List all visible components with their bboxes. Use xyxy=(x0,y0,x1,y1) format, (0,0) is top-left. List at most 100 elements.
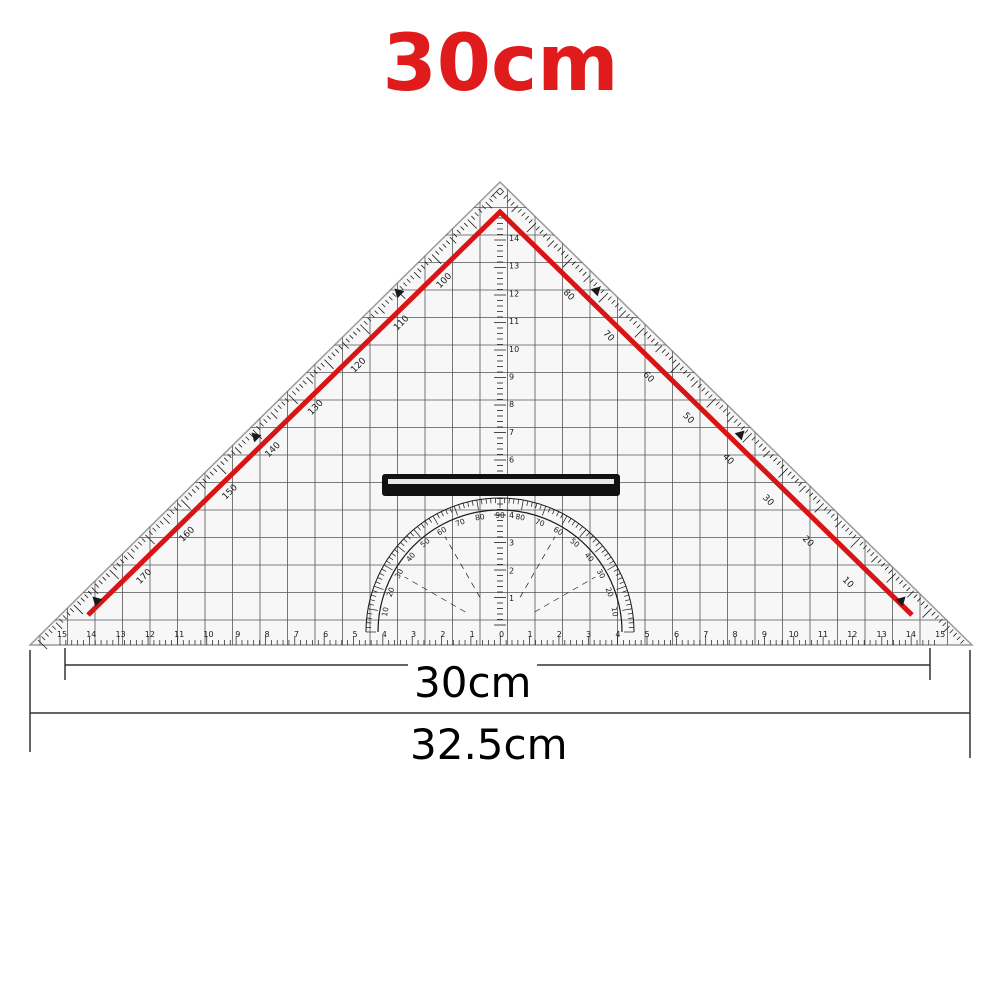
protractor-tick xyxy=(542,505,547,516)
protractor-tick xyxy=(367,613,373,615)
base-scale-label: 15 xyxy=(57,630,67,639)
edge-tick xyxy=(902,583,907,588)
protractor-tick xyxy=(377,577,383,580)
edge-tick xyxy=(812,496,817,501)
base-scale-label: 4 xyxy=(615,630,620,639)
protractor-tick xyxy=(613,568,619,572)
protractor-tick xyxy=(366,617,372,619)
edge-tick xyxy=(683,369,688,374)
base-scale-label: 15 xyxy=(935,630,945,639)
edge-tick xyxy=(701,387,706,392)
edge-tick xyxy=(636,324,641,329)
protractor-guide xyxy=(519,536,556,598)
protractor-tick xyxy=(604,552,609,557)
protractor-label: 30 xyxy=(393,567,406,580)
edge-tick xyxy=(719,404,724,410)
edge-tick xyxy=(920,601,925,606)
base-scale-label: 12 xyxy=(145,630,155,639)
edge-tick xyxy=(41,636,46,641)
edge-tick xyxy=(266,415,271,420)
edge-tick xyxy=(787,471,792,476)
protractor-tick xyxy=(467,501,470,507)
edge-tick xyxy=(913,594,918,599)
edge-tick xyxy=(805,489,810,494)
edge-tick xyxy=(105,573,110,578)
edge-tick xyxy=(116,562,121,567)
protractor-tick xyxy=(552,509,555,515)
edge-tick xyxy=(130,548,135,553)
edge-tick xyxy=(249,432,254,438)
edge-tick xyxy=(216,464,227,475)
protractor-tick xyxy=(568,518,572,523)
edge-tick xyxy=(481,205,486,210)
base-scale-label: 10 xyxy=(203,630,213,639)
edge-tick xyxy=(284,397,289,403)
edge-tick xyxy=(943,625,950,633)
protractor-tick xyxy=(575,523,580,528)
base-scale-label: 5 xyxy=(352,630,357,639)
protractor-tick xyxy=(592,538,597,543)
edge-tick xyxy=(463,222,468,227)
protractor-tick xyxy=(571,520,576,526)
edge-tick xyxy=(557,247,562,252)
edge-tick xyxy=(517,208,522,213)
edge-tick xyxy=(424,261,429,266)
edge-tick xyxy=(52,625,57,630)
edge-tick xyxy=(691,380,699,388)
edge-tick xyxy=(510,201,515,206)
edge-tick xyxy=(331,352,336,357)
edge-tick xyxy=(245,436,250,441)
edge-tick xyxy=(755,439,760,445)
protractor-tick xyxy=(526,500,529,506)
protractor-tick xyxy=(386,560,391,564)
edge-arrow xyxy=(895,596,906,607)
center-scale-label: 4 xyxy=(509,511,514,520)
edge-tick xyxy=(442,243,447,248)
edge-tick xyxy=(526,222,537,233)
edge-tick xyxy=(206,475,211,480)
protractor-tick xyxy=(535,503,538,509)
protractor-tick xyxy=(436,513,440,519)
protractor-tick xyxy=(372,590,378,593)
edge-tick xyxy=(141,538,146,543)
edge-tick xyxy=(95,583,100,588)
edge-tick xyxy=(524,215,530,220)
edge-tick xyxy=(166,513,171,518)
outer-dimension-label: 32.5cm xyxy=(404,724,574,766)
protractor-label: 20 xyxy=(385,586,397,598)
edge-tick xyxy=(859,541,864,546)
protractor-tick xyxy=(379,572,385,576)
protractor-guide xyxy=(404,576,466,613)
edge-tick xyxy=(73,604,84,615)
edge-tick xyxy=(338,345,343,350)
edge-tick xyxy=(884,566,889,571)
edge-tick xyxy=(496,191,501,196)
edge-tick xyxy=(722,408,727,413)
edge-tick xyxy=(906,587,911,592)
center-scale-label: 12 xyxy=(509,289,519,298)
center-scale-label: 2 xyxy=(509,566,514,575)
edge-tick xyxy=(91,587,99,595)
edge-tick xyxy=(155,524,160,529)
edge-tick xyxy=(922,608,932,618)
base-scale-label: 3 xyxy=(586,630,591,639)
edge-tick xyxy=(835,520,842,528)
edge-tick xyxy=(59,618,64,623)
edge-tick xyxy=(313,369,318,374)
protractor-tick xyxy=(413,529,421,538)
edge-tick xyxy=(492,194,497,199)
protractor-tick xyxy=(383,564,393,571)
edge-tick xyxy=(672,359,677,364)
edge-tick xyxy=(191,489,196,494)
edge-tick xyxy=(670,362,681,373)
edge-tick xyxy=(715,401,720,406)
center-scale-label: 14 xyxy=(509,234,519,243)
edge-tick xyxy=(578,268,584,273)
edge-tick xyxy=(850,538,860,548)
edge-tick xyxy=(213,468,218,473)
edge-tick xyxy=(895,576,900,581)
edge-tick xyxy=(449,236,457,244)
edge-tick xyxy=(438,247,443,252)
edge-tick xyxy=(256,425,261,431)
